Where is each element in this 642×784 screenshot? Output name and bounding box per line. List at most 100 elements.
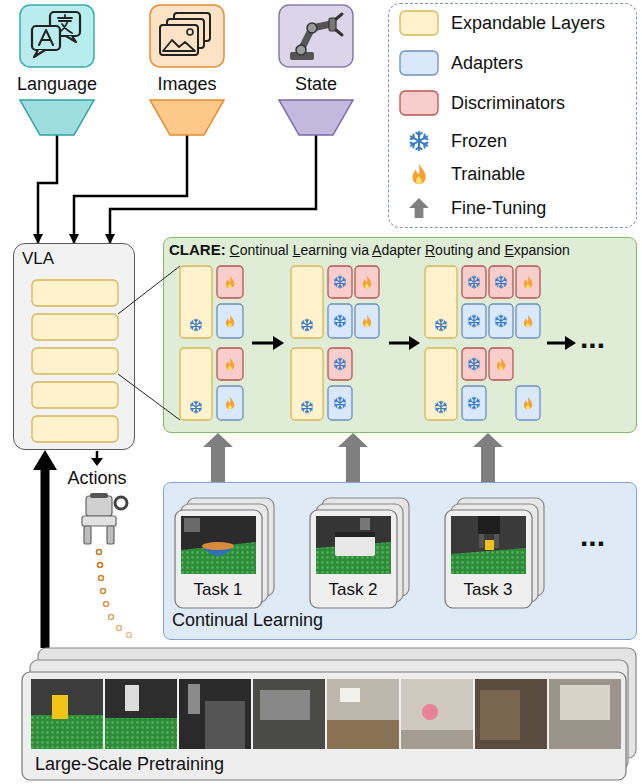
- clare-stage: [363, 315, 372, 328]
- legend-box: Expandable LayersAdaptersDiscriminatorsF…: [388, 3, 637, 228]
- robot-arm-icon: [296, 45, 306, 55]
- gripper-illustration: [84, 526, 91, 544]
- clare-stage: [516, 266, 540, 298]
- legend-entry: Expandable Layers: [399, 8, 629, 38]
- encoder: [150, 100, 224, 135]
- vla-model: VLA: [13, 243, 135, 450]
- clare-stage: [302, 319, 313, 331]
- title-part: C: [230, 242, 240, 258]
- legend-swatch: [400, 51, 438, 75]
- task-image-stack: [181, 516, 256, 574]
- stage-arrow: [565, 336, 576, 350]
- legend-entry: Trainable: [399, 159, 629, 189]
- pretraining-image-stack: [205, 701, 245, 749]
- task-card: Task 1: [175, 510, 262, 608]
- clare-stage: [180, 266, 212, 338]
- clare-stage: [462, 386, 486, 420]
- clare-stage: [524, 276, 533, 289]
- modality-label: State: [295, 74, 337, 96]
- title-part: ontinual: [240, 242, 293, 258]
- legend-icon: [411, 132, 428, 151]
- clare-stage: [226, 315, 235, 328]
- arrow-head: [338, 433, 368, 447]
- legend-swatch: [400, 91, 438, 115]
- robot-arm-icon: [279, 5, 353, 67]
- stage-arrow: [547, 342, 566, 345]
- legend-text: Frozen: [451, 126, 507, 156]
- clare-stage: [489, 304, 513, 338]
- clare-stage: [328, 304, 352, 338]
- pretraining-arrow: [33, 450, 57, 648]
- language-icon: [32, 26, 60, 50]
- legend-sample: [399, 161, 439, 187]
- title-part: L: [293, 242, 301, 258]
- clare-stage: [516, 386, 540, 420]
- task-image-stack: [316, 504, 403, 602]
- task-label: Task 2: [328, 580, 377, 600]
- clare-stage: [217, 304, 243, 338]
- flow-arrow: [110, 135, 316, 243]
- legend-icon: [409, 198, 429, 218]
- trajectory-dot: [117, 626, 122, 631]
- clare-stage: [436, 401, 447, 413]
- robot-arm-icon: [290, 52, 314, 60]
- images-icon: [150, 5, 224, 67]
- legend-text: Adapters: [451, 48, 523, 78]
- gripper-illustration: [115, 497, 127, 509]
- clare-stage: [462, 348, 486, 380]
- pretraining-image-stack: [480, 690, 520, 740]
- pretraining-image-stack: [422, 704, 438, 720]
- images-icon: [163, 40, 195, 51]
- clare-stage: [355, 304, 379, 338]
- images-icon: [187, 29, 193, 35]
- clare-stage: [328, 266, 352, 298]
- title-part: earning via: [300, 242, 372, 258]
- language-icon: [39, 30, 53, 45]
- clare-stage: [524, 315, 533, 328]
- task-image-stack: [360, 518, 370, 530]
- ellipsis: ...: [580, 518, 605, 554]
- trajectory-dot: [127, 633, 132, 638]
- clare-stage: [191, 401, 202, 413]
- zoom-line: [118, 374, 180, 420]
- encoder: [279, 100, 353, 135]
- clare-stage: [302, 401, 313, 413]
- task-image-stack: [175, 498, 274, 608]
- arrow-head: [473, 433, 503, 447]
- zoom-line: [118, 266, 180, 420]
- pretraining-image-stack: [22, 672, 626, 780]
- robot-arm-icon: [336, 14, 342, 35]
- task-image-stack: [187, 498, 274, 596]
- task-image-stack: [316, 542, 391, 574]
- legend-sample: [399, 90, 439, 116]
- legend-text: Trainable: [451, 159, 525, 189]
- clare-stage: [489, 348, 513, 380]
- clare-stage: [496, 276, 507, 288]
- legend-entry: Fine-Tuning: [399, 193, 629, 223]
- pretraining-data: Large-Scale Pretraining: [22, 648, 637, 780]
- title-part: [226, 242, 230, 258]
- task-label: Task 1: [193, 580, 242, 600]
- pretraining-image-stack: [340, 688, 360, 702]
- pretraining-image-stack: [38, 648, 636, 758]
- task-image-stack: [202, 546, 234, 556]
- output-label: Actions: [67, 468, 126, 490]
- task-image-stack: [494, 534, 499, 548]
- clare-stage: [335, 276, 346, 288]
- pretraining-image-stack: [31, 679, 103, 749]
- trajectory-dot: [109, 615, 114, 620]
- task-image-stack: [316, 516, 391, 574]
- language-icon: [20, 5, 94, 67]
- gripper-illustration: [86, 496, 112, 516]
- task-image-stack: [451, 548, 526, 574]
- pretraining-image-stack: [30, 660, 628, 770]
- input-modality: Images: [144, 3, 230, 135]
- pretraining-image-stack: [475, 679, 547, 749]
- title-part: E: [504, 242, 513, 258]
- pretraining-image-stack: [327, 720, 399, 749]
- language-icon: [20, 5, 94, 67]
- task-image-stack: [181, 504, 268, 602]
- legend-entry: Discriminators: [399, 88, 629, 118]
- clare-stage: [335, 315, 346, 327]
- arrow-head: [33, 450, 57, 470]
